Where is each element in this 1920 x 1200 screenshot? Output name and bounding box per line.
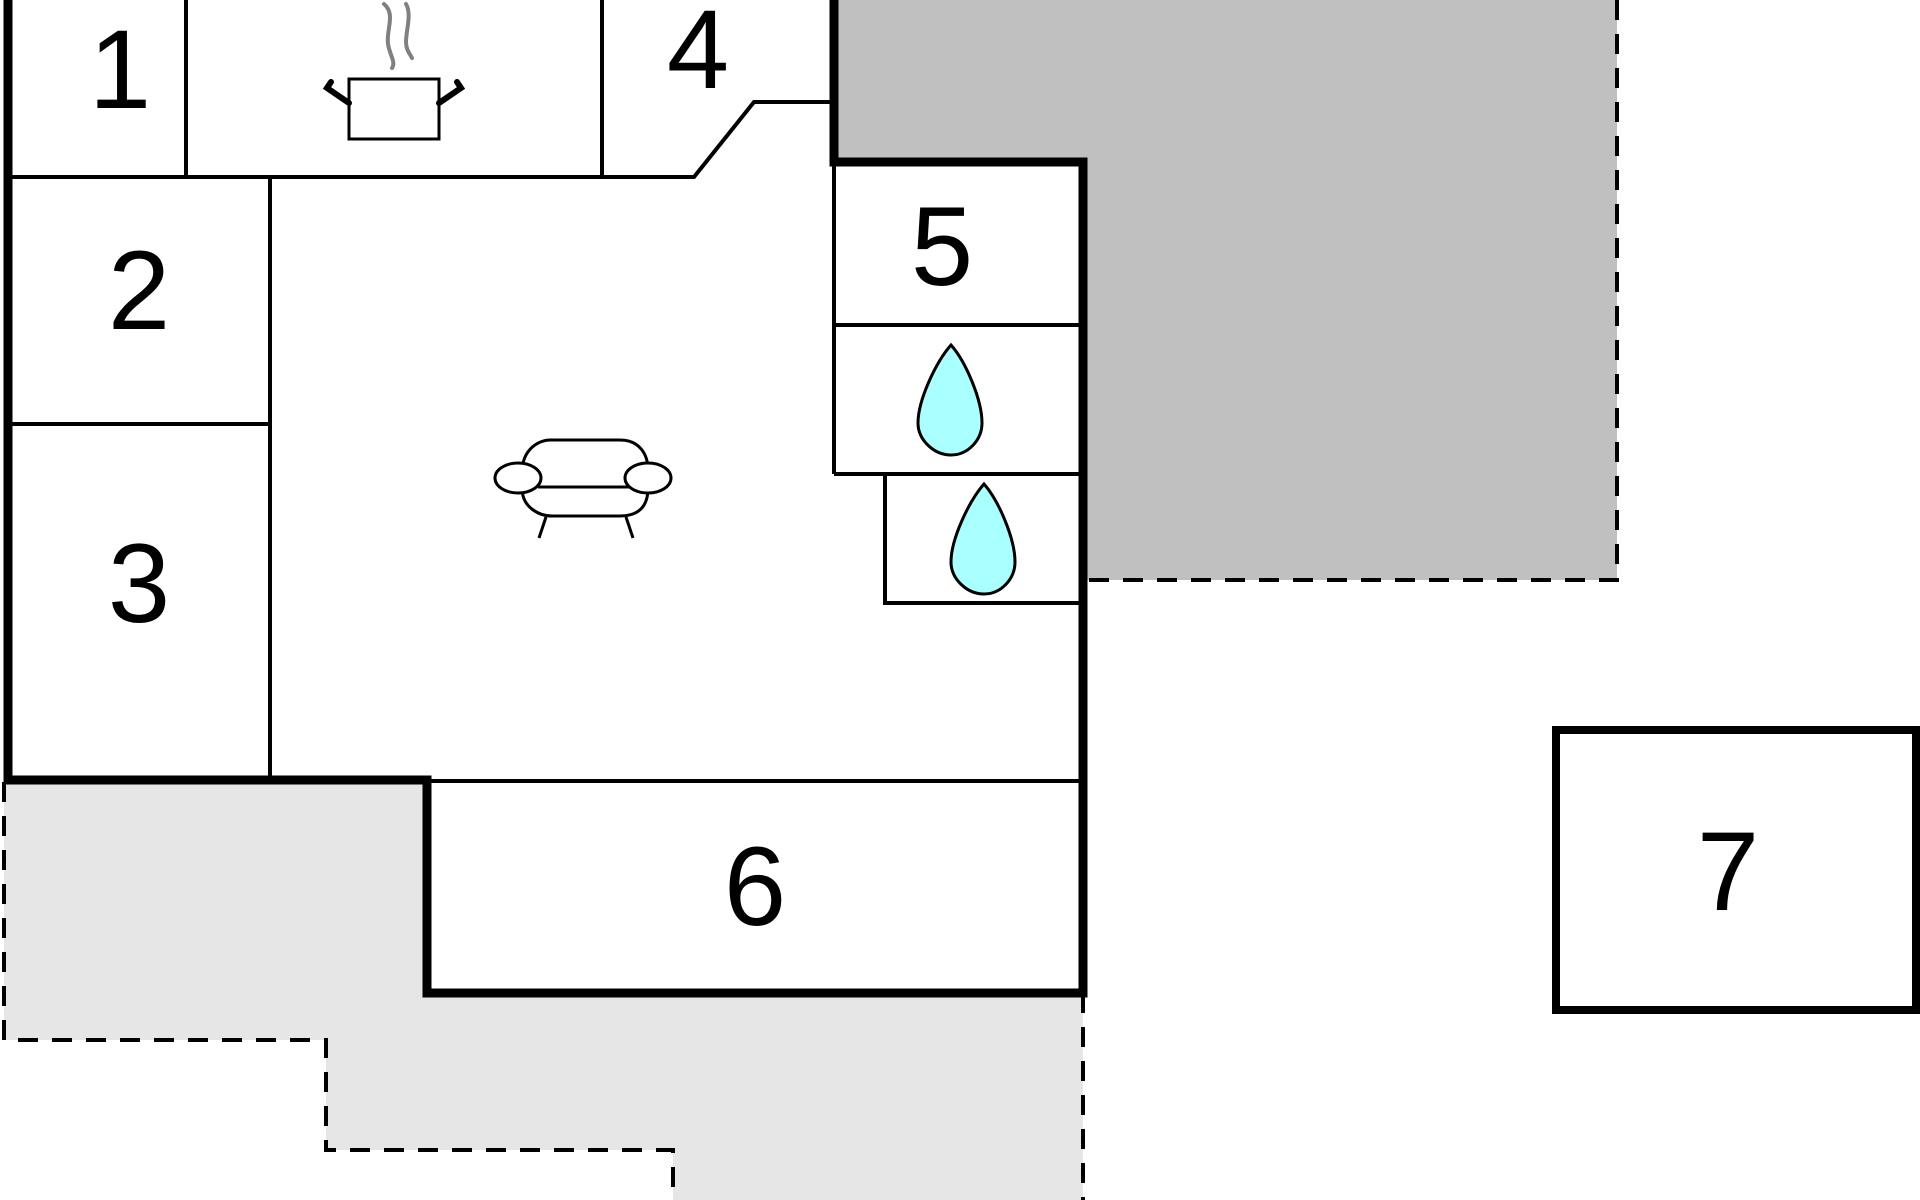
room-label-4: 4: [667, 0, 729, 112]
open-terrace: [4, 782, 1083, 1200]
interior-walls: [8, 0, 1083, 783]
room-label-5: 5: [911, 184, 973, 309]
sofa-icon: [493, 438, 673, 539]
water-drop-icon: [916, 342, 984, 457]
room-label-6: 6: [724, 824, 786, 949]
covered-terrace: [834, 0, 1617, 580]
room-label-3: 3: [108, 521, 170, 646]
room-label-2: 2: [108, 228, 170, 353]
room-label-7: 7: [1697, 809, 1759, 934]
covered-terrace-border: [1085, 0, 1619, 582]
steaming-pot-icon: [322, 2, 466, 141]
room-label-1: 1: [89, 7, 151, 132]
outer-wall-main: [3, 0, 1088, 998]
annex-building: [1552, 726, 1920, 1014]
water-drop-icon: [949, 481, 1017, 596]
open-terrace-border: [2, 782, 1085, 1200]
